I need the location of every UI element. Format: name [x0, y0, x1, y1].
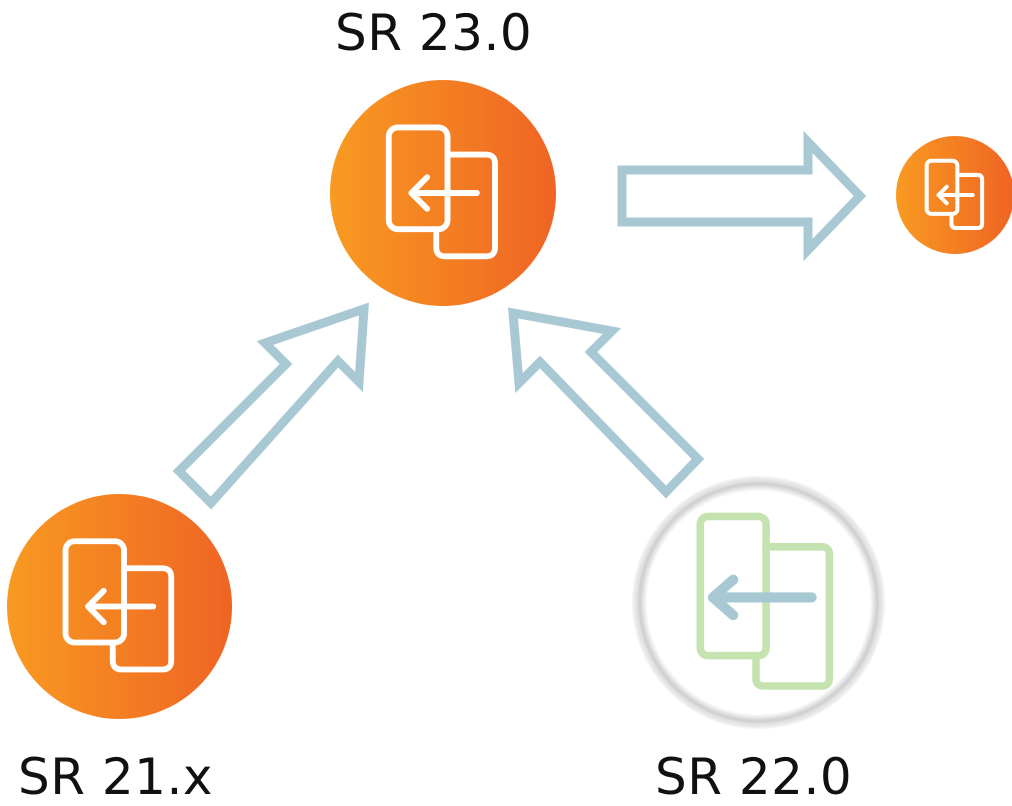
- app-transfer-icon: [696, 512, 834, 690]
- app-transfer-icon: [62, 538, 175, 673]
- app-transfer-icon: [385, 124, 498, 260]
- node-sr-22: [632, 476, 885, 729]
- app-transfer-icon: [924, 158, 985, 231]
- node-next: [896, 136, 1012, 254]
- node-label-sr-23: SR 23.0: [335, 4, 533, 62]
- node-sr-23: [330, 80, 556, 306]
- node-label-sr-21: SR 21.x: [18, 748, 213, 806]
- arrow-to-next: [617, 130, 867, 262]
- arrow-from-left: [172, 302, 369, 510]
- node-label-sr-22: SR 22.0: [655, 748, 853, 806]
- arrow-from-right: [508, 307, 705, 499]
- node-sr-21: [7, 494, 232, 719]
